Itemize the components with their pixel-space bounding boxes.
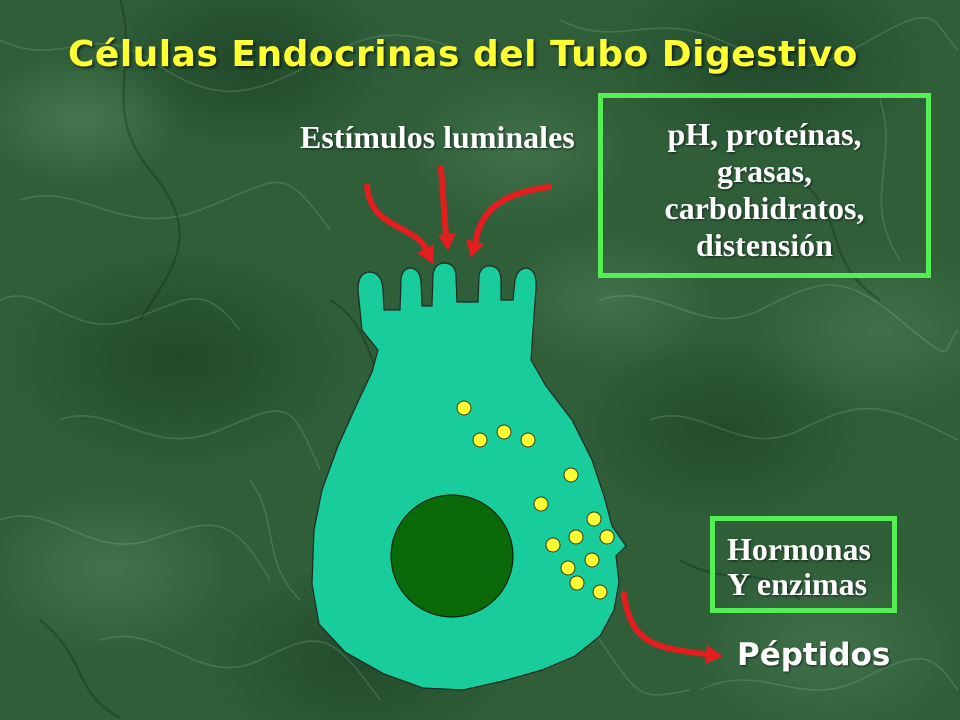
stimulus-arrow-center [438,165,456,251]
arrowhead [705,645,723,664]
marble-veins [0,16,959,701]
secretory-granule [569,575,585,591]
secretory-granules [456,400,615,600]
cell-nucleus [390,494,514,618]
stimuli-box: pH, proteínas, grasas, carbohidratos, di… [598,93,931,278]
arrow-shaft [438,165,449,239]
secretion-line: Hormonas [727,531,871,567]
arrow-shaft [473,184,552,243]
slide-title: Células Endocrinas del Tubo Digestivo [68,34,858,75]
stimulus-label: Estímulos luminales [300,119,575,155]
stimuli-line: distensión [696,227,833,263]
endocrine-cell [311,262,627,691]
secretory-granule [568,529,584,545]
secretory-granule [560,560,576,576]
stimulus-arrow-right [466,184,552,258]
marble-dark-veins [39,0,881,719]
secretory-granule [496,424,512,440]
secretory-granule [520,432,536,448]
output-label: Péptidos [737,637,891,673]
secretory-granule [472,432,488,448]
arrow-shaft [621,591,709,657]
stimuli-line: carbohidratos, [664,190,865,226]
secretion-arrow [621,591,723,664]
secretory-granule [545,537,561,553]
secretion-line: Y enzimas [727,566,868,602]
stimuli-line: pH, proteínas, [667,116,862,152]
arrow-shaft [364,183,429,252]
stimuli-line: grasas, [716,153,813,189]
arrowhead [438,233,456,251]
arrowhead [466,239,484,258]
secretory-granule [584,552,600,568]
secretory-granule [599,529,615,545]
secretion-box: Hormonas Y enzimas [710,516,897,613]
secretory-granule [563,467,579,483]
secretory-granule [592,584,608,600]
stimulus-arrow-left [364,183,434,264]
secretory-granule [533,496,549,512]
secretory-granule [456,400,472,416]
arrowhead [417,244,434,264]
secretory-granule [586,511,602,527]
